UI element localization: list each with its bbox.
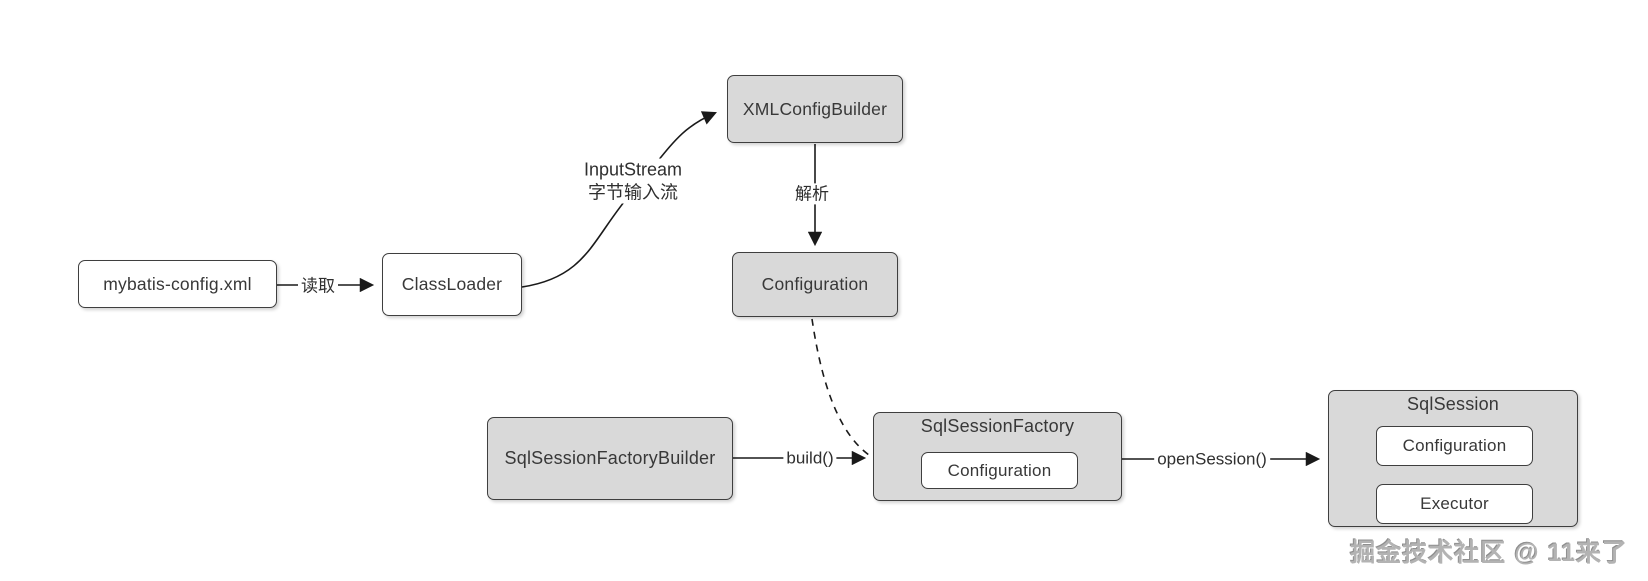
sqlsession-title: SqlSession <box>1406 394 1500 414</box>
node-mybatis-config-xml: mybatis-config.xml <box>78 260 277 308</box>
node-xmlconfigbuilder: XMLConfigBuilder <box>727 75 903 143</box>
edge-label-inputstream-line2: 字节输入流 <box>588 182 678 202</box>
edge-label-read: 读取 <box>298 275 338 297</box>
sqlsession-inner-executor: Executor <box>1376 484 1533 524</box>
edge-label-inputstream: InputStream 字节输入流 <box>580 158 686 204</box>
watermark-text: 掘金技术社区 @ 11来了 <box>1350 539 1628 567</box>
edge-label-opensession: openSession() <box>1154 448 1270 470</box>
sqlsessionfactory-inner-configuration: Configuration <box>921 452 1078 489</box>
edge-label-inputstream-line1: InputStream <box>583 159 683 180</box>
node-configuration: Configuration <box>732 252 898 317</box>
node-sqlsession: SqlSession Configuration Executor <box>1328 390 1578 527</box>
node-sqlsessionfactory: SqlSessionFactory Configuration <box>873 412 1122 501</box>
sqlsession-inner-configuration: Configuration <box>1376 426 1533 466</box>
sqlsessionfactory-title: SqlSessionFactory <box>920 416 1075 436</box>
edge-label-build: build() <box>783 447 837 469</box>
edge-label-parse: 解析 <box>792 183 832 205</box>
node-sqlsessionfactorybuilder: SqlSessionFactoryBuilder <box>487 417 733 500</box>
node-classloader: ClassLoader <box>382 253 522 316</box>
